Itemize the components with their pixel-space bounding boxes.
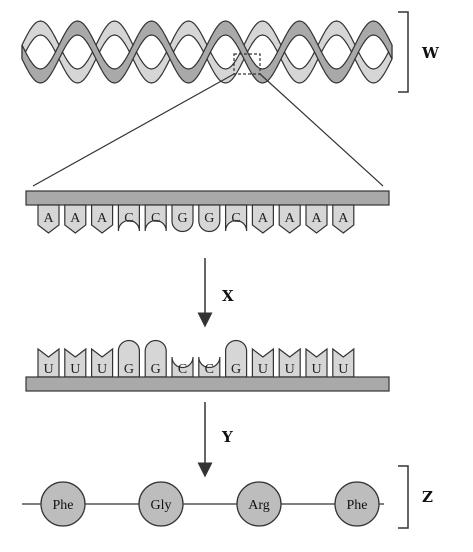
dna-base: G [171, 204, 194, 233]
mrna-base-letter: G [151, 362, 161, 377]
amino-acid-bead: Arg [236, 481, 282, 527]
dna-base-shape [91, 204, 114, 234]
dna-base-letter: G [177, 211, 187, 226]
dna-base: C [117, 204, 140, 232]
dna-base: A [251, 204, 274, 234]
zoom-line-right [259, 73, 384, 187]
mrna-base: U [332, 347, 355, 378]
dna-base-letter: C [151, 211, 160, 226]
dna-base: A [305, 204, 328, 234]
dna-base-letter: C [231, 211, 240, 226]
mrna-base: G [225, 339, 248, 378]
mrna-base: U [37, 347, 60, 378]
helix-strand-front [21, 20, 393, 84]
amino-acid-circle [138, 481, 184, 527]
mrna-base: G [117, 339, 140, 378]
dna-base: A [91, 204, 114, 234]
mrna-base-letter: G [231, 362, 241, 377]
dna-base-shape [251, 204, 274, 234]
label-y: Y [221, 428, 233, 446]
dna-base-shape [37, 204, 60, 234]
label-x: X [222, 287, 234, 305]
dna-base: A [278, 204, 301, 234]
mrna-base: U [64, 347, 87, 378]
mrna-base-shape [117, 339, 140, 378]
dna-base-shape [171, 204, 194, 233]
zoom-box [233, 53, 261, 75]
mrna-base: U [278, 347, 301, 378]
label-w: W [421, 44, 440, 62]
protein-bracket [398, 465, 409, 529]
dna-base-letter: A [70, 211, 81, 226]
amino-acid-circle [334, 481, 380, 527]
dna-base: G [198, 204, 221, 233]
mrna-base-shape [225, 339, 248, 378]
mrna-base-letter: C [178, 362, 187, 377]
dna-base: C [144, 204, 167, 232]
mrna-base: U [251, 347, 274, 378]
amino-acid-circle [40, 481, 86, 527]
mrna-base-shape [198, 356, 221, 378]
dna-base-letter: A [338, 211, 349, 226]
dna-base: A [37, 204, 60, 234]
amino-acid-label: Phe [53, 498, 74, 513]
amino-acid-bead: Phe [40, 481, 86, 527]
mrna-base: G [144, 339, 167, 378]
amino-acid-bead: Gly [138, 481, 184, 527]
dna-base-letter: A [311, 211, 322, 226]
mrna-base-letter: U [43, 362, 53, 377]
mrna-base-shape [144, 339, 167, 378]
mrna-base: C [198, 356, 221, 378]
dna-double-helix [21, 20, 393, 84]
amino-acid-bead: Phe [334, 481, 380, 527]
mrna-base-letter: U [258, 362, 268, 377]
dna-base-letter: A [43, 211, 54, 226]
dna-base-letter: G [204, 211, 214, 226]
dna-base-shape [278, 204, 301, 234]
mrna-base-shape [171, 356, 194, 378]
dna-base-letter: A [258, 211, 269, 226]
dna-base-letter: C [124, 211, 133, 226]
mrna-base: U [305, 347, 328, 378]
mrna-base-letter: U [285, 362, 295, 377]
amino-acid-label: Arg [248, 498, 270, 513]
dna-base-letter: A [285, 211, 296, 226]
dna-base-shape [117, 204, 140, 232]
amino-acid-circle [236, 481, 282, 527]
zoom-line-left [32, 73, 235, 187]
dna-bracket [398, 11, 409, 93]
mrna-base-letter: U [311, 362, 321, 377]
dna-base: A [332, 204, 355, 234]
dna-base-letter: A [97, 211, 108, 226]
dna-base-shape [305, 204, 328, 234]
polypeptide-row: Phe Gly Arg Phe [40, 481, 380, 527]
mrna-base-letter: G [124, 362, 134, 377]
dna-base-shape [332, 204, 355, 234]
mrna-base-letter: U [338, 362, 348, 377]
dna-base: C [225, 204, 248, 232]
mrna-base-letter: U [97, 362, 107, 377]
mrna-base-letter: C [205, 362, 214, 377]
mrna-base-letter: U [70, 362, 80, 377]
mrna-backbone [25, 376, 390, 392]
mrna-base: C [171, 356, 194, 378]
amino-acid-label: Phe [347, 498, 368, 513]
dna-base-shape [198, 204, 221, 233]
dna-base: A [64, 204, 87, 234]
dna-backbone [25, 190, 390, 206]
dna-base-shape [225, 204, 248, 232]
amino-acid-label: Gly [151, 498, 172, 513]
dna-base-shape [144, 204, 167, 232]
label-z: Z [422, 488, 433, 506]
mrna-base: U [91, 347, 114, 378]
dna-base-shape [64, 204, 87, 234]
